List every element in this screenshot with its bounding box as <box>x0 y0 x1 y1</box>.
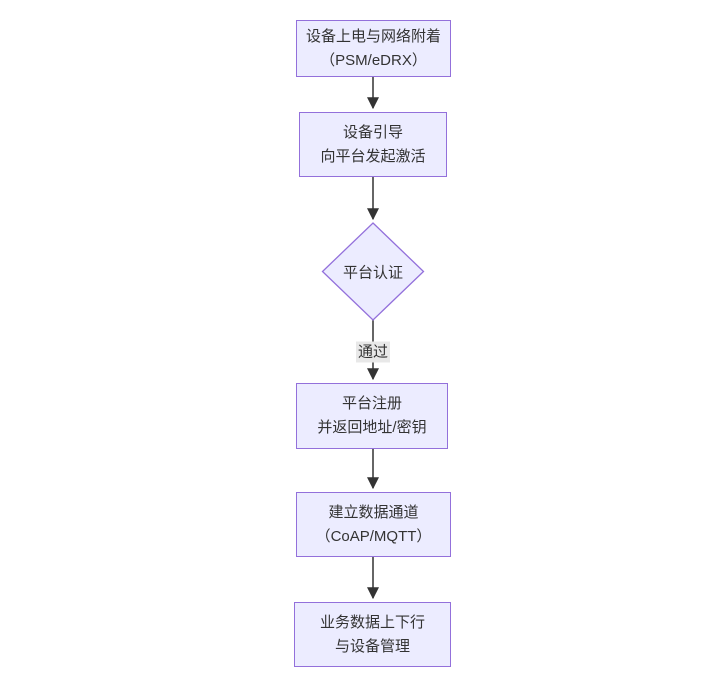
node-data-channel: 建立数据通道 （CoAP/MQTT） <box>296 492 451 557</box>
node-business-line1: 业务数据上下行 <box>319 613 425 631</box>
node-business: 业务数据上下行 与设备管理 <box>294 602 451 667</box>
node-power-on: 设备上电与网络附着 （PSM/eDRX） <box>296 20 451 77</box>
node-power-on-line1: 设备上电与网络附着 <box>305 27 441 45</box>
node-bootstrap-line1: 设备引导 <box>342 123 403 141</box>
node-register-line1: 平台注册 <box>341 395 402 412</box>
edge-label-auth-pass: 通过 <box>355 341 391 363</box>
node-data-channel-line1: 建立数据通道 <box>328 503 419 521</box>
decision-diamond-shape <box>321 222 425 321</box>
node-register: 平台注册 并返回地址/密钥 <box>296 383 448 449</box>
node-power-on-line2: （PSM/eDRX） <box>320 51 427 69</box>
node-bootstrap: 设备引导 向平台发起激活 <box>299 112 447 177</box>
node-auth-decision-label: 平台认证 <box>342 264 404 282</box>
node-register-line2: 并返回地址/密钥 <box>317 419 427 436</box>
node-data-channel-line2: （CoAP/MQTT） <box>315 527 432 545</box>
node-business-line2: 与设备管理 <box>334 637 410 655</box>
node-bootstrap-line2: 向平台发起激活 <box>320 147 426 165</box>
